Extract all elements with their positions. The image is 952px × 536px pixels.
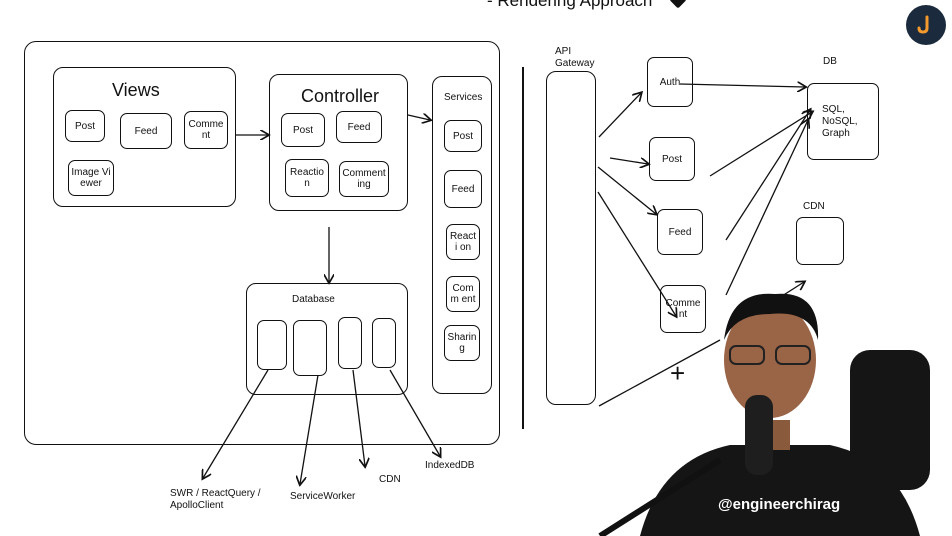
storage-label-indexeddb: IndexedDB [425,460,475,471]
controller-title: Controller [301,86,380,106]
cdn-label: CDN [803,201,825,212]
storage-label-swr: SWR / ReactQuery / ApolloClient [170,488,261,511]
presenter-overlay [598,293,930,536]
services-item-feed: Feed [444,170,482,208]
views-item-image-viewer: Image Viewer [68,160,114,196]
controller-item-reaction: Reactio n [285,159,329,197]
database-slot-2 [293,320,327,376]
backend-auth: Auth [647,57,693,107]
views-item-post: Post [65,110,105,142]
api-gateway-box [546,71,596,405]
storage-label-cdn: CDN [379,474,401,485]
views-title: Views [112,80,160,100]
avatar-logo-icon [906,5,946,45]
storage-label-serviceworker: ServiceWorker [290,491,356,502]
cdn-box [796,217,844,265]
services-item-sharing: Sharin g [444,325,480,361]
controller-item-feed: Feed [336,111,382,143]
db-label: DB [823,56,837,67]
watermark-text: @engineerchirag [718,496,841,513]
services-item-post: Post [444,120,482,152]
services-title: Services [444,92,483,103]
backend-feed: Feed [657,209,703,255]
views-item-feed: Feed [120,113,172,149]
services-item-reaction: Reacti on [446,224,480,260]
section-divider [522,67,524,429]
views-item-comment: Comme nt [184,111,228,149]
database-title: Database [292,294,335,305]
backend-post: Post [649,137,695,181]
api-gateway-label: API Gateway [555,46,595,69]
database-slot-4 [372,318,396,368]
page-title-fragment: - Rendering Approach [487,0,653,10]
controller-item-commenting: Comment ing [339,161,389,197]
crosshair-icon: + [670,358,686,388]
controller-item-post: Post [281,113,325,147]
database-slot-1 [257,320,287,370]
services-item-comment: Comm ent [446,276,480,312]
database-slot-3 [338,317,362,369]
